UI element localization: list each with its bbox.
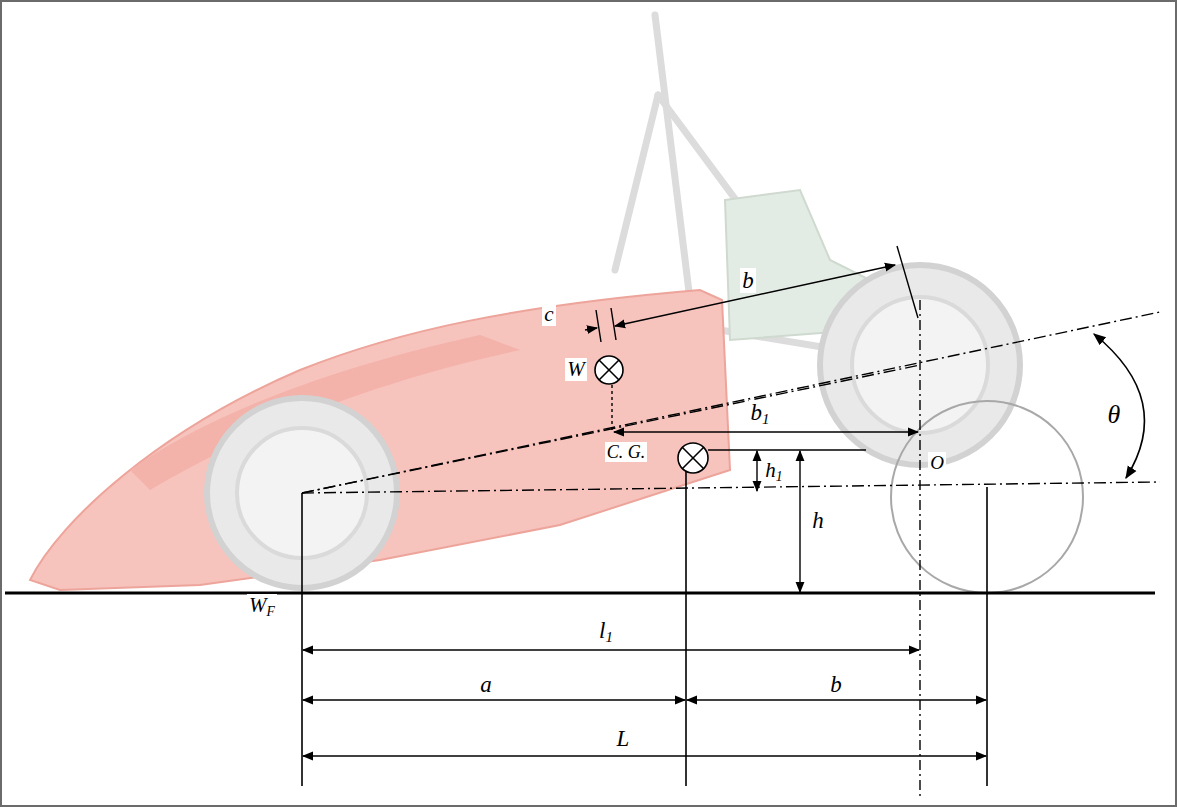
dimension-label: C. G. (605, 442, 648, 462)
dimension-label: b (740, 268, 756, 293)
dimension-label: h1 (763, 459, 784, 485)
dimension-label: θ (1106, 401, 1123, 429)
dimension-label: W (565, 358, 587, 381)
dimension-label: L (615, 726, 632, 751)
dimension-label: l1 (597, 618, 615, 646)
dimension-label: O (928, 452, 946, 473)
dimension-label: b (828, 672, 844, 697)
dimension-label: WF (247, 594, 277, 620)
dimension-label: h (810, 508, 826, 533)
dimension-label: b1 (749, 400, 772, 428)
dimension-label: c (542, 303, 555, 326)
dimension-label: a (478, 672, 494, 697)
